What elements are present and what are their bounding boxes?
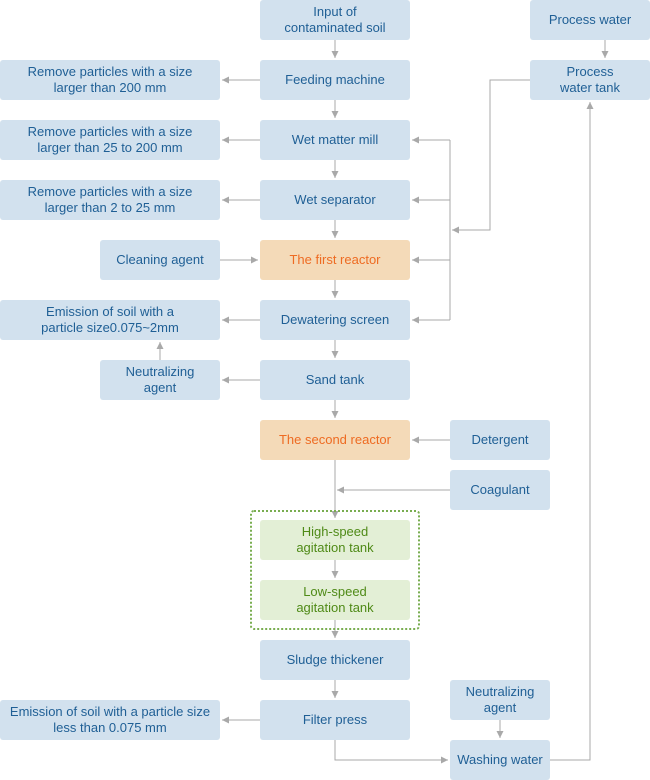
node-sand-tank: Sand tank — [260, 360, 410, 400]
node-high-speed-agitation: High-speed agitation tank — [260, 520, 410, 560]
node-sludge-thickener: Sludge thickener — [260, 640, 410, 680]
node-second-reactor: The second reactor — [260, 420, 410, 460]
node-feeding-machine: Feeding machine — [260, 60, 410, 100]
node-coagulant: Coagulant — [450, 470, 550, 510]
arrow-filter-press-to-washing-water — [334, 740, 448, 764]
node-process-water-tank: Process water tank — [530, 60, 650, 100]
node-washing-water: Washing water — [450, 740, 550, 780]
node-low-speed-agitation: Low-speed agitation tank — [260, 580, 410, 620]
node-dewatering-screen: Dewatering screen — [260, 300, 410, 340]
arrow-washing-water-to-tank — [550, 102, 594, 761]
node-neutralizing-agent-2: Neutralizing agent — [450, 680, 550, 720]
node-cleaning-agent: Cleaning agent — [100, 240, 220, 280]
node-neutralizing-agent-1: Neutralizing agent — [100, 360, 220, 400]
node-detergent: Detergent — [450, 420, 550, 460]
node-input: Input of contaminated soil — [260, 0, 410, 40]
node-first-reactor: The first reactor — [260, 240, 410, 280]
node-remove-25-200: Remove particles with a size larger than… — [0, 120, 220, 160]
line-tank-to-distribution — [452, 79, 530, 234]
node-remove-2-25: Remove particles with a size larger than… — [0, 180, 220, 220]
node-remove-200: Remove particles with a size larger than… — [0, 60, 220, 100]
node-wet-matter-mill: Wet matter mill — [260, 120, 410, 160]
agitation-group-box — [250, 510, 420, 630]
node-filter-press: Filter press — [260, 700, 410, 740]
node-wet-separator: Wet separator — [260, 180, 410, 220]
node-process-water: Process water — [530, 0, 650, 40]
node-emission-fine: Emission of soil with a particle size le… — [0, 700, 220, 740]
node-emission-coarse: Emission of soil with a particle size0.0… — [0, 300, 220, 340]
